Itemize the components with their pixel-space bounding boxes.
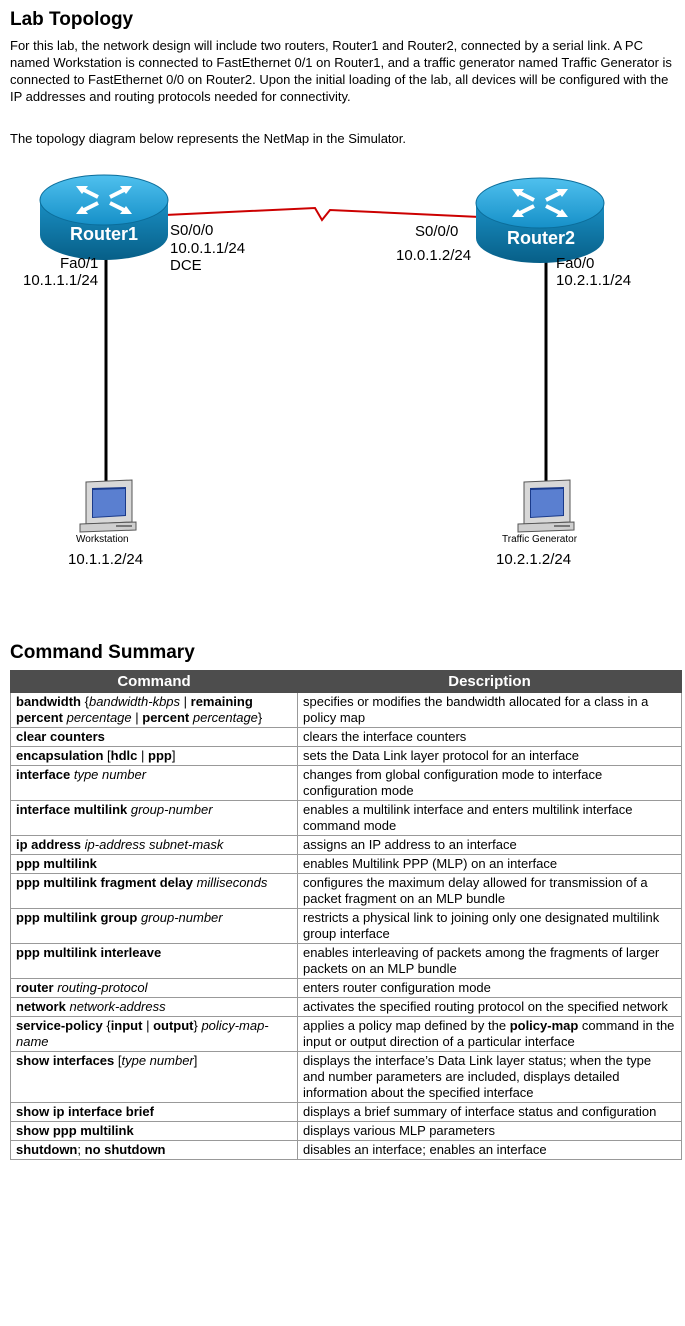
traffic-generator-ip: 10.2.1.2/24 — [496, 551, 572, 568]
column-header-command: Command — [10, 670, 298, 693]
description-cell: configures the maximum delay allowed for… — [297, 873, 682, 909]
router1-icon — [39, 174, 169, 260]
description-cell: enables a multilink interface and enters… — [297, 800, 682, 836]
description-cell: displays a brief summary of interface st… — [297, 1102, 682, 1122]
description-cell: restricts a physical link to joining onl… — [297, 908, 682, 944]
table-row: service-policy {input | output} policy-m… — [10, 1016, 682, 1052]
workstation-ip: 10.1.1.2/24 — [68, 551, 144, 568]
command-cell: ppp multilink — [10, 854, 298, 874]
description-cell: sets the Data Link layer protocol for an… — [297, 746, 682, 766]
description-cell: enables Multilink PPP (MLP) on an interf… — [297, 854, 682, 874]
lab-intro-paragraph: For this lab, the network design will in… — [10, 38, 672, 104]
command-cell: ip address ip-address subnet-mask — [10, 835, 298, 855]
traffic-generator-name: Traffic Generator — [502, 534, 578, 545]
description-cell: specifies or modifies the bandwidth allo… — [297, 692, 682, 728]
description-cell: applies a policy map defined by the poli… — [297, 1016, 682, 1052]
table-row: show interfaces [type number]displays th… — [10, 1051, 682, 1103]
topology-lines — [39, 174, 605, 533]
command-cell: shutdown; no shutdown — [10, 1140, 298, 1160]
router1-name: Router1 — [70, 224, 139, 244]
command-cell: interface type number — [10, 765, 298, 801]
command-cell: ppp multilink fragment delay millisecond… — [10, 873, 298, 909]
description-cell: changes from global configuration mode t… — [297, 765, 682, 801]
router1-serial-ip: 10.0.1.1/24 — [170, 240, 246, 257]
description-cell: displays the interface’s Data Link layer… — [297, 1051, 682, 1103]
router2-lan-iface: Fa0/0 — [556, 255, 595, 272]
command-cell: bandwidth {bandwidth-kbps | remaining pe… — [10, 692, 298, 728]
description-cell: activates the specified routing protocol… — [297, 997, 682, 1017]
description-cell: clears the interface counters — [297, 727, 682, 747]
description-cell: displays various MLP parameters — [297, 1121, 682, 1141]
description-cell: enters router configuration mode — [297, 978, 682, 998]
command-summary-heading: Command Summary — [10, 642, 195, 663]
table-row: encapsulation [hdlc | ppp]sets the Data … — [10, 746, 682, 766]
table-row: ppp multilink fragment delay millisecond… — [10, 873, 682, 909]
command-cell: show interfaces [type number] — [10, 1051, 298, 1103]
command-cell: encapsulation [hdlc | ppp] — [10, 746, 298, 766]
diagram-note: The topology diagram below represents th… — [10, 131, 406, 146]
command-cell: clear counters — [10, 727, 298, 747]
description-cell: enables interleaving of packets among th… — [297, 943, 682, 979]
router1-serial-role: DCE — [170, 257, 202, 274]
router2-serial-ip: 10.0.1.2/24 — [396, 247, 472, 264]
command-cell: network network-address — [10, 997, 298, 1017]
router2-icon — [475, 177, 605, 263]
command-cell: show ppp multilink — [10, 1121, 298, 1141]
serial-link — [164, 206, 481, 222]
router1-serial-iface: S0/0/0 — [170, 222, 214, 239]
lab-topology-heading: Lab Topology — [10, 9, 134, 30]
router2-serial-iface: S0/0/0 — [415, 223, 459, 240]
command-cell: service-policy {input | output} policy-m… — [10, 1016, 298, 1052]
command-table-body: bandwidth {bandwidth-kbps | remaining pe… — [10, 692, 682, 1160]
router2-name: Router2 — [507, 228, 576, 248]
topology-diagram: Router1 Router2 S0/0/0 10.0.1.1/24 DCE S… — [0, 160, 685, 580]
command-cell: router routing-protocol — [10, 978, 298, 998]
workstation-pc-icon — [79, 479, 137, 533]
router2-lan-ip: 10.2.1.1/24 — [556, 272, 632, 289]
column-header-description: Description — [297, 670, 682, 693]
description-cell: disables an interface; enables an interf… — [297, 1140, 682, 1160]
command-summary-table: Command Description bandwidth {bandwidth… — [10, 670, 682, 1160]
workstation-name: Workstation — [76, 534, 129, 545]
table-header-row: Command Description — [10, 670, 682, 693]
router1-lan-iface: Fa0/1 — [60, 255, 99, 272]
description-cell: assigns an IP address to an interface — [297, 835, 682, 855]
command-cell: show ip interface brief — [10, 1102, 298, 1122]
command-cell: interface multilink group-number — [10, 800, 298, 836]
table-row: bandwidth {bandwidth-kbps | remaining pe… — [10, 692, 682, 728]
command-cell: ppp multilink interleave — [10, 943, 298, 979]
command-cell: ppp multilink group group-number — [10, 908, 298, 944]
traffic-generator-pc-icon — [517, 479, 575, 533]
router1-lan-ip: 10.1.1.1/24 — [23, 272, 99, 289]
